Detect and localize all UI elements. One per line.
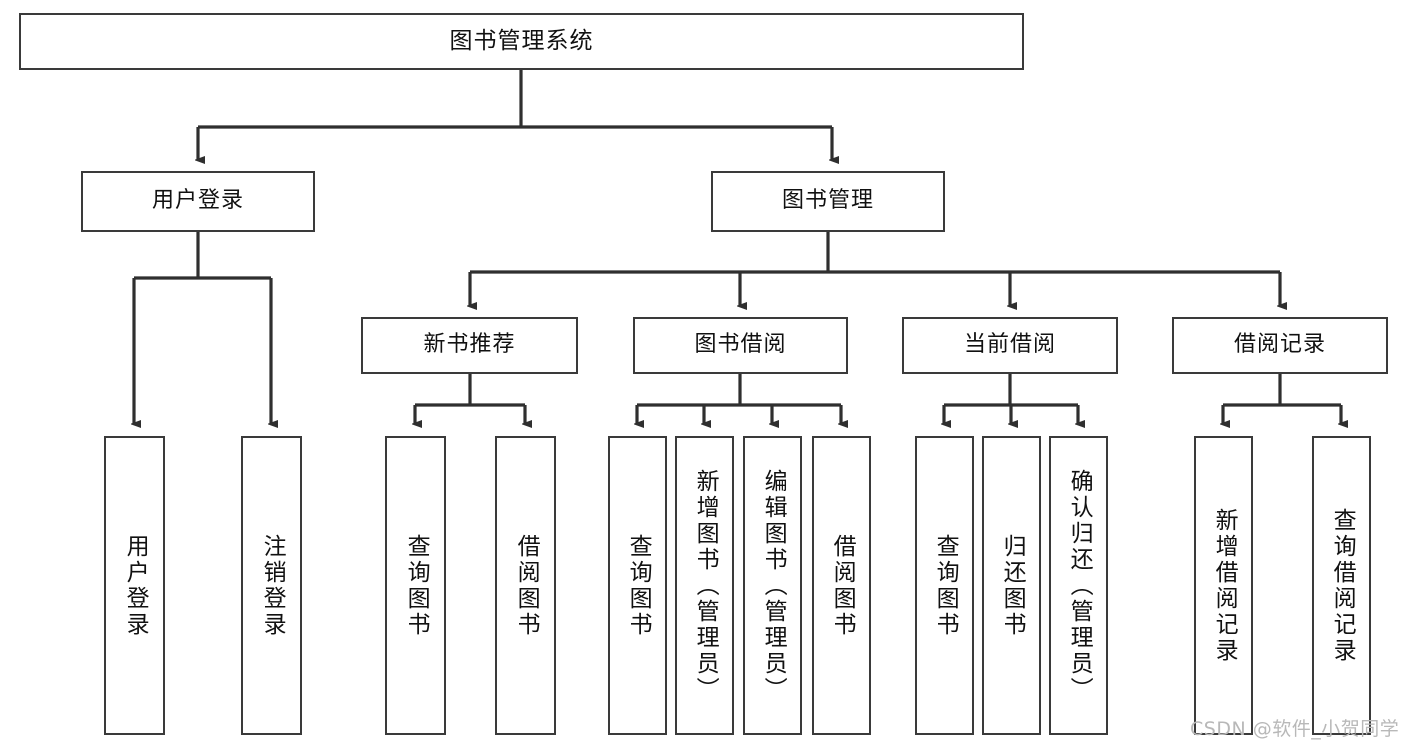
node-label: 图书管理 bbox=[781, 188, 874, 214]
node-borrow-records[interactable]: 借阅记录 bbox=[1172, 317, 1388, 374]
node-label: 当前借阅 bbox=[963, 332, 1056, 358]
leaf-confirm-return[interactable]: 确认归还（管理员） bbox=[1049, 436, 1108, 735]
node-label: 图书借阅 bbox=[694, 332, 787, 358]
leaf-borrow-book-borrow[interactable]: 借阅图书 bbox=[812, 436, 871, 735]
node-label: 图书管理系统 bbox=[449, 27, 594, 54]
node-label: 查询图书 bbox=[403, 533, 430, 638]
leaf-edit-book[interactable]: 编辑图书（管理员） bbox=[743, 436, 802, 735]
node-new-book-recommend[interactable]: 新书推荐 bbox=[361, 317, 578, 374]
node-label: 用户登录 bbox=[151, 188, 244, 214]
leaf-query-book-borrow[interactable]: 查询图书 bbox=[608, 436, 667, 735]
leaf-add-borrow-record[interactable]: 新增借阅记录 bbox=[1194, 436, 1253, 735]
node-label: 新增借阅记录 bbox=[1211, 507, 1238, 664]
node-label: 借阅图书 bbox=[829, 533, 856, 638]
watermark-text: CSDN @软件_小贺同学 bbox=[1190, 718, 1400, 740]
node-label: 借阅图书 bbox=[513, 533, 540, 638]
node-label: 查询图书 bbox=[625, 533, 652, 638]
node-label: 确认归还（管理员） bbox=[1066, 468, 1093, 703]
node-label: 查询借阅记录 bbox=[1329, 507, 1356, 664]
node-label: 用户登录 bbox=[122, 533, 149, 638]
leaf-logout-login[interactable]: 注销登录 bbox=[241, 436, 302, 735]
leaf-query-borrow-record[interactable]: 查询借阅记录 bbox=[1312, 436, 1371, 735]
node-current-borrow[interactable]: 当前借阅 bbox=[902, 317, 1118, 374]
node-user-login[interactable]: 用户登录 bbox=[81, 171, 315, 232]
leaf-query-book-current[interactable]: 查询图书 bbox=[915, 436, 974, 735]
node-label: 借阅记录 bbox=[1233, 332, 1326, 358]
node-root-system[interactable]: 图书管理系统 bbox=[19, 13, 1024, 70]
leaf-return-book[interactable]: 归还图书 bbox=[982, 436, 1041, 735]
leaf-add-book[interactable]: 新增图书（管理员） bbox=[675, 436, 734, 735]
node-book-management[interactable]: 图书管理 bbox=[711, 171, 945, 232]
node-book-borrow[interactable]: 图书借阅 bbox=[633, 317, 848, 374]
leaf-borrow-book-recommend[interactable]: 借阅图书 bbox=[495, 436, 556, 735]
node-label: 归还图书 bbox=[999, 533, 1026, 638]
leaf-query-book-recommend[interactable]: 查询图书 bbox=[385, 436, 446, 735]
node-label: 查询图书 bbox=[932, 533, 959, 638]
node-label: 注销登录 bbox=[259, 533, 286, 638]
node-label: 新增图书（管理员） bbox=[692, 468, 719, 703]
node-label: 编辑图书（管理员） bbox=[760, 468, 787, 703]
leaf-user-login[interactable]: 用户登录 bbox=[104, 436, 165, 735]
node-label: 新书推荐 bbox=[423, 332, 516, 358]
